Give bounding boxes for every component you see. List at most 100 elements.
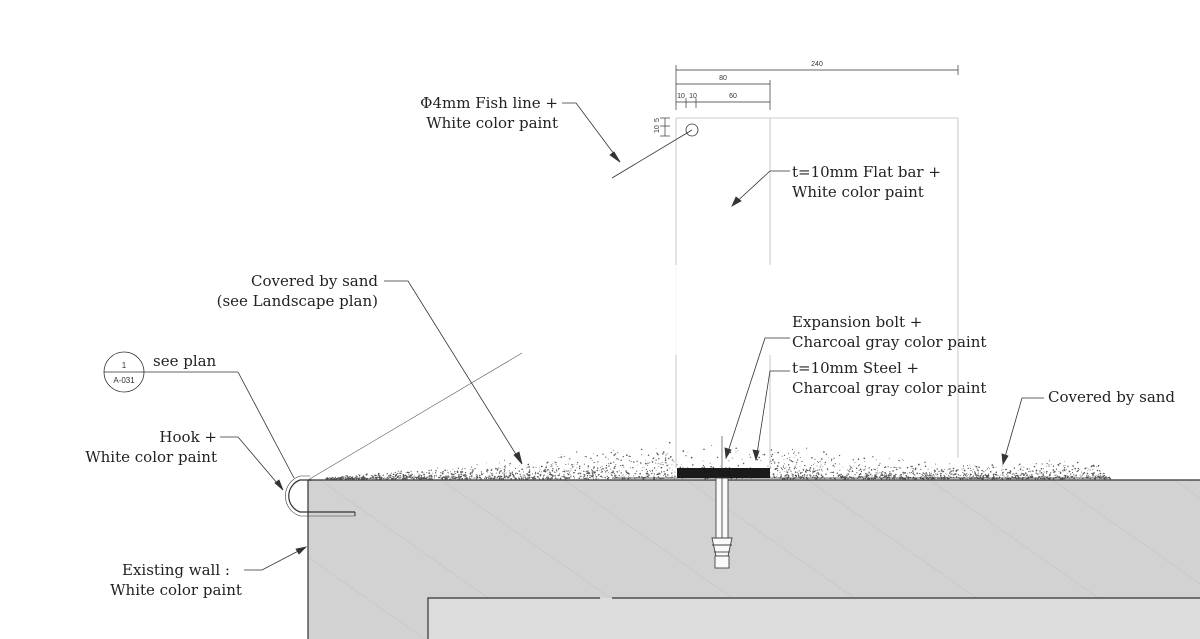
sand-grain — [826, 468, 828, 470]
sand-grain — [1029, 475, 1031, 477]
sand-grain — [873, 468, 875, 470]
sand-grain — [535, 473, 537, 475]
sand-grain — [1021, 466, 1023, 468]
sand-grain — [843, 476, 846, 478]
sand-grain — [613, 461, 615, 463]
sand-grain — [591, 459, 593, 461]
sand-grain — [666, 464, 668, 467]
sand-grain — [476, 475, 478, 477]
sand-grain — [1032, 474, 1033, 475]
sand-grain — [505, 477, 507, 479]
sand-grain — [455, 473, 457, 475]
sand-grain — [396, 478, 397, 480]
sand-grain — [910, 472, 912, 474]
sand-grain — [983, 471, 985, 473]
sand-grain — [1031, 470, 1033, 472]
sand-grain — [628, 460, 630, 462]
hook-label: Hook + White color paint — [85, 427, 217, 467]
sand-grain — [565, 463, 567, 466]
sand-grain — [742, 462, 745, 465]
sand-grain — [906, 466, 909, 469]
sand-grain — [1101, 476, 1103, 478]
sand-grain — [884, 476, 885, 478]
sand-grain — [579, 472, 582, 475]
sand-grain — [407, 476, 409, 478]
sand-grain — [925, 475, 927, 478]
sand-grain — [770, 460, 772, 462]
sand-grain — [539, 473, 541, 475]
sand-grain — [951, 473, 953, 475]
sand-grain — [402, 477, 404, 479]
sand-grain — [600, 471, 602, 473]
sand-grain — [616, 458, 618, 460]
sand-grain — [566, 470, 568, 472]
sand-grain — [568, 474, 570, 476]
sand-grain — [880, 472, 883, 474]
sand-grain — [408, 475, 411, 478]
sand-grain — [1023, 466, 1025, 468]
sand-grain — [520, 477, 523, 480]
sand-grain — [347, 478, 349, 480]
sand-grain — [770, 455, 773, 457]
sand-grain — [1005, 468, 1007, 471]
sand-grain — [380, 477, 382, 480]
sand-grain — [890, 466, 892, 468]
sand-grain — [1026, 474, 1028, 477]
sand-grain — [704, 478, 707, 480]
sand-grain — [576, 467, 578, 469]
sand-grain — [515, 473, 517, 475]
sand-grain — [528, 471, 530, 473]
sand-grain — [420, 477, 422, 480]
sand-grain — [628, 476, 630, 478]
sand-grain — [480, 478, 482, 480]
sand-grain — [1021, 474, 1022, 476]
sand-grain — [795, 464, 797, 466]
sand-grain — [924, 461, 926, 463]
sand-grain — [420, 474, 423, 477]
sand-grain — [640, 475, 642, 477]
sand-grain — [1070, 475, 1072, 478]
sand-grain — [649, 462, 650, 464]
sand-grain — [1092, 475, 1094, 477]
sand-grain — [496, 478, 498, 480]
sand-grain — [979, 476, 982, 478]
sand-grain — [1089, 475, 1091, 477]
sand-grain — [503, 471, 506, 473]
sand-grain — [553, 461, 555, 463]
sand-grain — [799, 466, 801, 468]
sand-grain — [446, 476, 449, 478]
sand-grain — [404, 477, 407, 480]
sand-grain — [957, 469, 959, 471]
sand-grain — [702, 464, 705, 467]
sand-grain — [532, 477, 534, 479]
sand-grain — [458, 478, 460, 480]
sand-grain — [354, 478, 356, 479]
sand-grain — [785, 474, 788, 476]
sand-grain — [542, 477, 545, 480]
sand-grain — [470, 466, 473, 468]
sand-grain — [893, 466, 895, 469]
sand-grain — [804, 470, 807, 473]
sand-grain — [576, 461, 579, 464]
sand-grain — [962, 472, 964, 473]
sand-grain — [1039, 476, 1041, 478]
sand-grain — [776, 467, 778, 470]
sand-grain — [502, 477, 505, 480]
sand-grain — [601, 470, 603, 473]
sand-grain — [461, 477, 464, 480]
sand-grain — [871, 476, 873, 478]
sand-grain — [735, 478, 737, 480]
sand-grain — [816, 465, 818, 467]
sand-grain — [995, 473, 998, 476]
sand-grain — [881, 473, 883, 476]
sand-grain — [989, 468, 991, 470]
sand-grain — [1054, 474, 1055, 476]
sand-grain — [857, 458, 860, 460]
sand-grain — [592, 471, 595, 473]
sand-grain — [1086, 467, 1088, 469]
sand-grain — [510, 473, 512, 475]
leader-lines — [220, 102, 1044, 571]
sand-grain — [456, 470, 459, 472]
sand-grain — [513, 476, 516, 478]
sand-grain — [552, 475, 554, 477]
